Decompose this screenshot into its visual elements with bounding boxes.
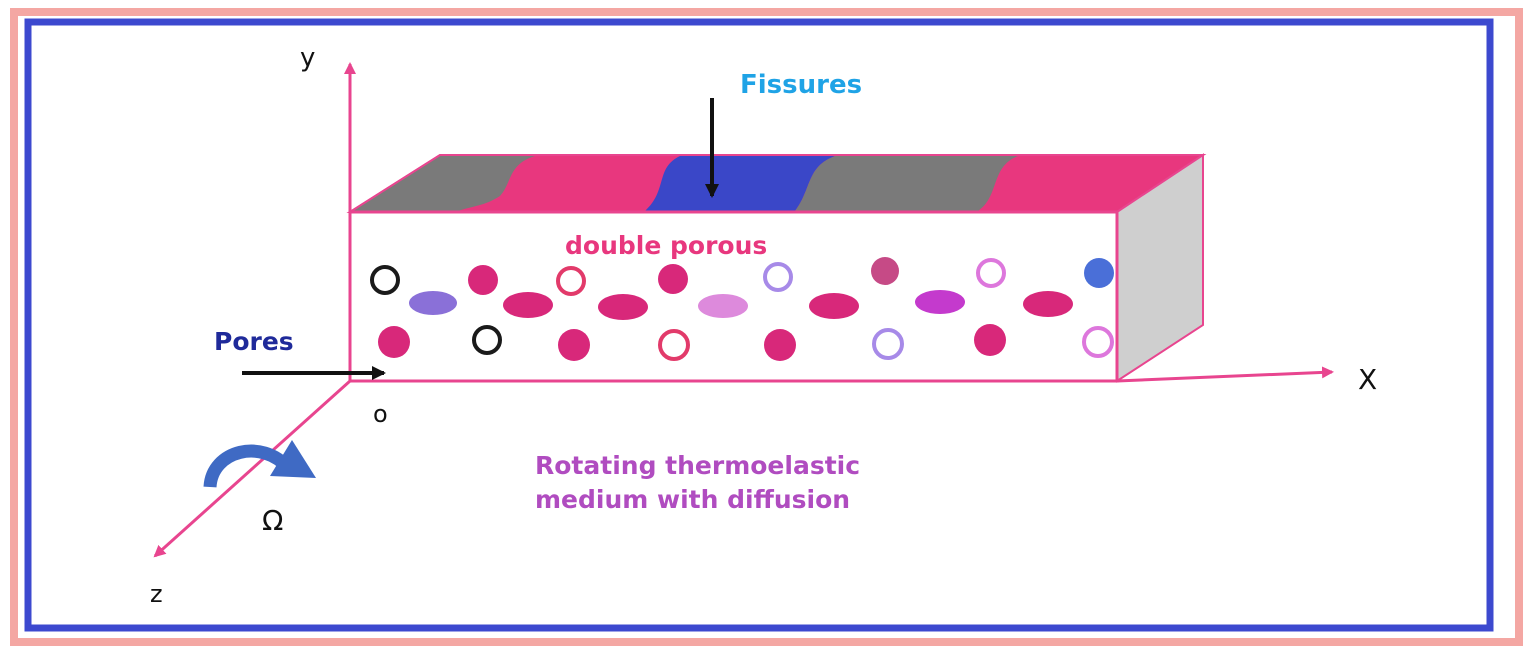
pore-ellipse [809,293,859,319]
pore-dot [871,257,899,285]
x-axis [1116,366,1334,383]
pore-ring [1082,326,1114,358]
pore-ring [763,262,793,292]
pore-dot [658,264,688,294]
pore-ellipse [698,294,748,318]
pore-ring [658,329,690,361]
pore-ellipse [598,294,648,320]
pore-ellipse [1023,291,1073,317]
pore-ellipse [409,291,457,315]
fissure-band-blue [645,156,835,211]
pore-ring [472,325,502,355]
double-porous-label: double porous [565,231,767,260]
z-axis-label: z [150,580,163,608]
pore-ring [370,265,400,295]
fissures-label: Fissures [740,70,862,100]
medium-label-line1: Rotating thermoelastic [535,451,860,480]
pore-ring [872,328,904,360]
pore-dot [764,329,796,361]
pore-dot [974,324,1006,356]
inner-frame [24,18,1494,632]
pore-dot [558,329,590,361]
omega-label: Ω [262,504,283,537]
medium-label-line2: medium with diffusion [535,485,850,514]
outer-frame [10,8,1523,646]
pores-label: Pores [214,327,294,356]
z-axis [153,379,352,558]
pore-dot [468,265,498,295]
fissure-band-gray-2 [795,156,1018,211]
pore-dot [1084,258,1114,288]
pore-ellipse [915,290,965,314]
fissure-band-gray-1 [352,156,535,211]
pore-ring [556,266,586,296]
origin-label: o [373,400,388,428]
pores-group [370,257,1114,361]
y-axis-label: y [300,43,315,73]
x-axis-label: X [1358,363,1377,396]
pore-ellipse [503,292,553,318]
rotation-icon [203,440,316,488]
pore-dot [378,326,410,358]
pore-ring [976,258,1006,288]
